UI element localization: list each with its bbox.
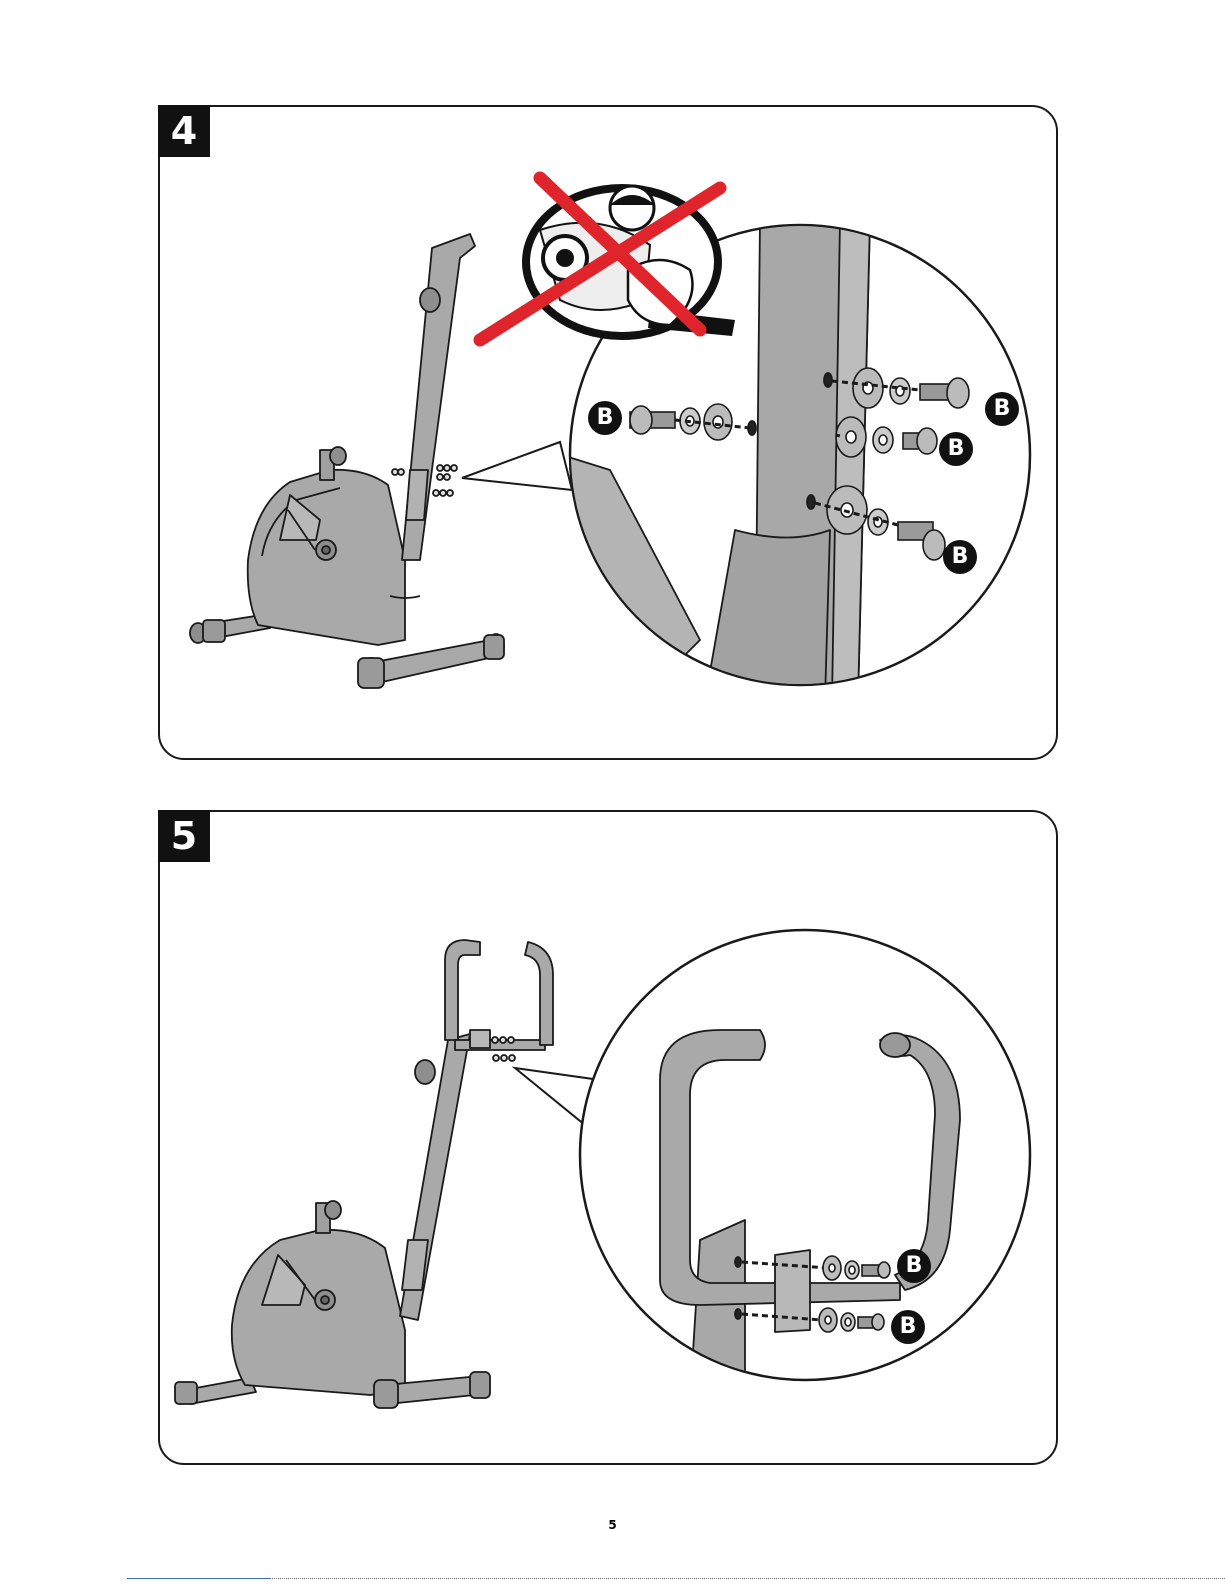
footer-dotted-rule (270, 1578, 1225, 1579)
footer-link-rule (127, 1578, 270, 1579)
callout-b-label-6: B (891, 1311, 925, 1343)
page-number: 5 (0, 1518, 1225, 1532)
bike-frame-step5 (175, 940, 553, 1408)
callout-b-label-5: B (897, 1250, 931, 1282)
